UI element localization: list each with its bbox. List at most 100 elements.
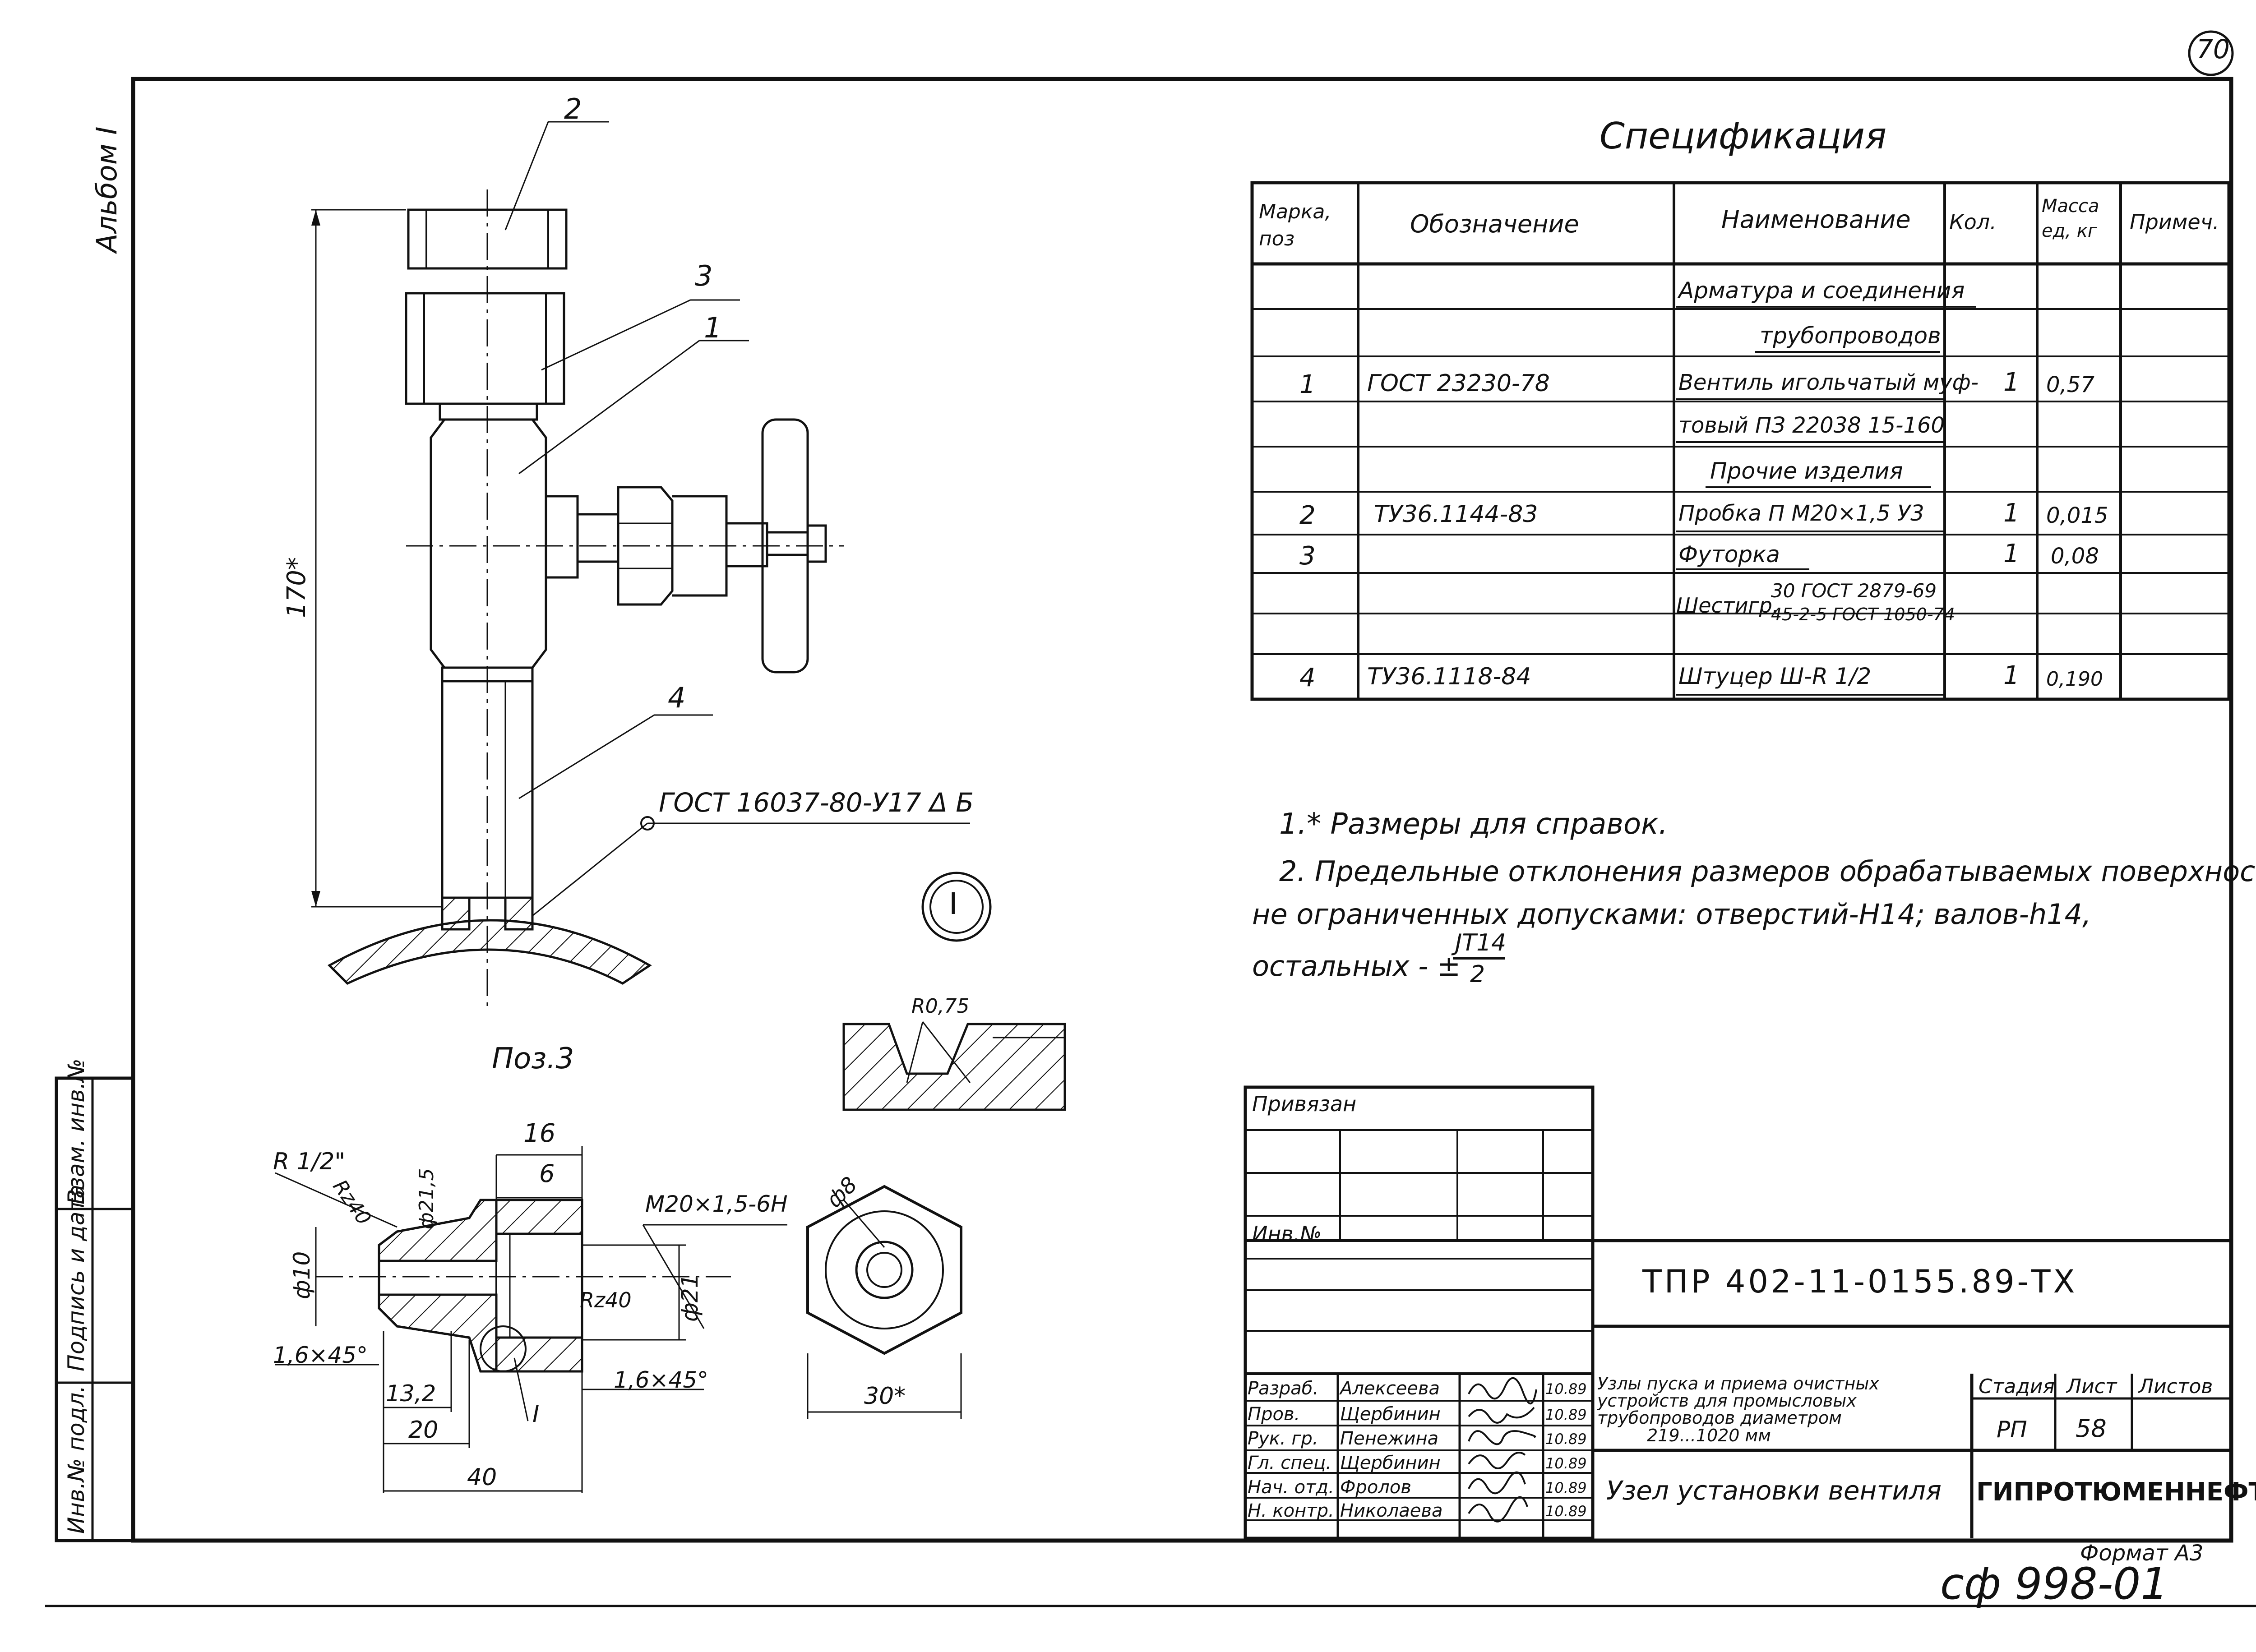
bottom-code: сф 998-01 — [1940, 1559, 2168, 1609]
staff-role: Пров. — [1248, 1404, 1300, 1425]
staff-date: 10.89 — [1545, 1406, 1587, 1423]
staff-date: 10.89 — [1545, 1431, 1587, 1448]
spec-row-name: товый ПЗ 22038 15-160 — [1678, 413, 1945, 438]
format-label: Формат А3 — [2080, 1541, 2204, 1566]
spec-row-mass: 0,015 — [2046, 503, 2108, 528]
dim-13-2: 13,2 — [386, 1380, 436, 1407]
spec-header-designation: Обозначение — [1410, 210, 1579, 238]
chamfer-left: 1,6×45° — [273, 1342, 368, 1368]
project-title-2: устройств для промысловых — [1597, 1391, 1857, 1411]
sheets-header: Листов — [2139, 1375, 2213, 1398]
pos-label-3: 3 — [695, 259, 713, 292]
hex-size: 30* — [864, 1383, 906, 1410]
staff-name: Пенежина — [1340, 1428, 1439, 1449]
spec-row-name: трубопроводов — [1760, 323, 1941, 349]
dim-40: 40 — [467, 1464, 497, 1491]
spec-row-name: Футорка — [1678, 541, 1780, 568]
detail-radius: R0,75 — [911, 995, 970, 1018]
side-stamp-inv-replace: Взам. инв.№ — [63, 1058, 89, 1204]
spec-row-pos: 4 — [1299, 663, 1316, 692]
dim-20: 20 — [408, 1417, 439, 1444]
note-2b: не ограниченных допусками: отверстий-Н14… — [1252, 898, 2091, 931]
spec-row-name: Арматура и соединения — [1678, 277, 1965, 304]
spec-row-mass: 0,57 — [2046, 372, 2094, 397]
staff-role: Гл. спец. — [1248, 1453, 1331, 1473]
spec-row-designation: ГОСТ 23230-78 — [1367, 370, 1550, 397]
staff-name: Фролов — [1340, 1477, 1411, 1498]
spec-header-mass: Масса ед, кг — [2042, 196, 2099, 241]
staff-date: 10.89 — [1545, 1479, 1587, 1496]
spec-row-name: Штуцер Ш-R 1/2 — [1678, 663, 1872, 689]
spec-row-name: Шестигр. — [1676, 593, 1779, 618]
staff-date: 10.89 — [1545, 1380, 1587, 1398]
spec-row-name: Пробка П М20×1,5 У3 — [1678, 501, 1924, 526]
pos-label-1: 1 — [704, 311, 722, 344]
note-fraction-den: 2 — [1470, 961, 1485, 988]
staff-name: Алексеева — [1340, 1378, 1440, 1399]
sheet-header: Лист — [2066, 1375, 2117, 1398]
note-fraction-num: JT14 — [1455, 929, 1507, 956]
project-title-1: Узлы пуска и приема очистных — [1597, 1374, 1879, 1394]
detail-marker-label: I — [949, 886, 958, 921]
staff-role: Нач. отд. — [1248, 1477, 1334, 1498]
bound-label: Привязан — [1252, 1092, 1357, 1116]
spec-header-note: Примеч. — [2130, 210, 2219, 234]
note-2a: 2. Предельные отклонения размеров обраба… — [1279, 855, 2256, 888]
spec-title: Спецификация — [1600, 115, 1887, 157]
spec-header-qty: Кол. — [1949, 210, 1997, 234]
spec-row-qty: 1 — [2003, 539, 2020, 568]
side-stamp-sign-date: Подпись и дата — [63, 1184, 89, 1371]
hex-note-top: 30 ГОСТ 2879-69 — [1771, 580, 1937, 602]
side-stamp-inv-orig: Инв.№ подл. — [63, 1385, 89, 1534]
rz40-right: Rz40 — [580, 1288, 632, 1312]
pos-label-2: 2 — [564, 92, 582, 125]
spec-row-mass: 0,190 — [2046, 668, 2103, 691]
sheet-title: Узел установки вентиля — [1606, 1475, 1942, 1506]
stage-header: Стадия — [1979, 1375, 2055, 1398]
staff-name: Щербинин — [1340, 1453, 1441, 1473]
spec-row-pos: 2 — [1299, 501, 1316, 530]
note-fraction-bar — [1453, 957, 1505, 960]
staff-name: Николаева — [1340, 1500, 1443, 1521]
sheet-value: 58 — [2076, 1414, 2107, 1443]
staff-role: Разраб. — [1248, 1378, 1319, 1399]
staff-date: 10.89 — [1545, 1503, 1587, 1520]
note-2c: остальных - ± — [1252, 950, 1461, 983]
staff-date: 10.89 — [1545, 1455, 1587, 1472]
organization: ГИПРОТЮМЕННЕФТЕГАЗ — [1976, 1477, 2256, 1507]
project-title-3: трубопроводов диаметром — [1597, 1408, 1842, 1428]
spec-header-mark: Марка, поз — [1259, 200, 1331, 250]
spec-row-mass: 0,08 — [2051, 544, 2099, 569]
staff-role: Рук. гр. — [1248, 1428, 1318, 1449]
inv-label: Инв.№ — [1252, 1222, 1322, 1246]
section-I-label: I — [532, 1401, 540, 1428]
staff-name: Щербинин — [1340, 1404, 1441, 1425]
hex-note-bottom: 45-2-5 ГОСТ 1050-74 — [1771, 605, 1955, 624]
thread-r-half: R 1/2" — [273, 1148, 346, 1175]
stage-value: РП — [1997, 1417, 2027, 1443]
chamfer-right: 1,6×45° — [614, 1367, 709, 1393]
dim-16: 16 — [523, 1119, 556, 1148]
spec-row-designation: ТУ36.1118-84 — [1367, 663, 1531, 690]
poz3-title: Поз.3 — [492, 1042, 574, 1075]
note-1: 1.* Размеры для справок. — [1279, 808, 1668, 841]
spec-row-pos: 3 — [1299, 541, 1316, 571]
pos-label-4: 4 — [668, 681, 686, 714]
spec-row-qty: 1 — [2003, 661, 2020, 690]
doc-code: ТПР 402-11-0155.89-ТХ — [1642, 1263, 2078, 1300]
spec-row-name: Вентиль игольчатый муф- — [1678, 370, 1979, 395]
sheet-number: 70 — [2196, 34, 2230, 65]
spec-header-name: Наименование — [1721, 205, 1911, 234]
project-title-4: 219...1020 мм — [1647, 1426, 1771, 1445]
weld-label: ГОСТ 16037-80-У17 Δ Б — [659, 787, 974, 818]
spec-row-designation: ТУ36.1144-83 — [1374, 501, 1538, 528]
dim-6: 6 — [539, 1159, 555, 1188]
spec-row-pos: 1 — [1299, 370, 1316, 399]
staff-role: Н. контр. — [1248, 1500, 1334, 1521]
spec-row-name: Прочие изделия — [1710, 458, 1903, 484]
spec-row-qty: 1 — [2003, 368, 2020, 397]
spec-row-qty: 1 — [2003, 498, 2020, 528]
thread-m20: M20×1,5-6H — [645, 1191, 788, 1217]
